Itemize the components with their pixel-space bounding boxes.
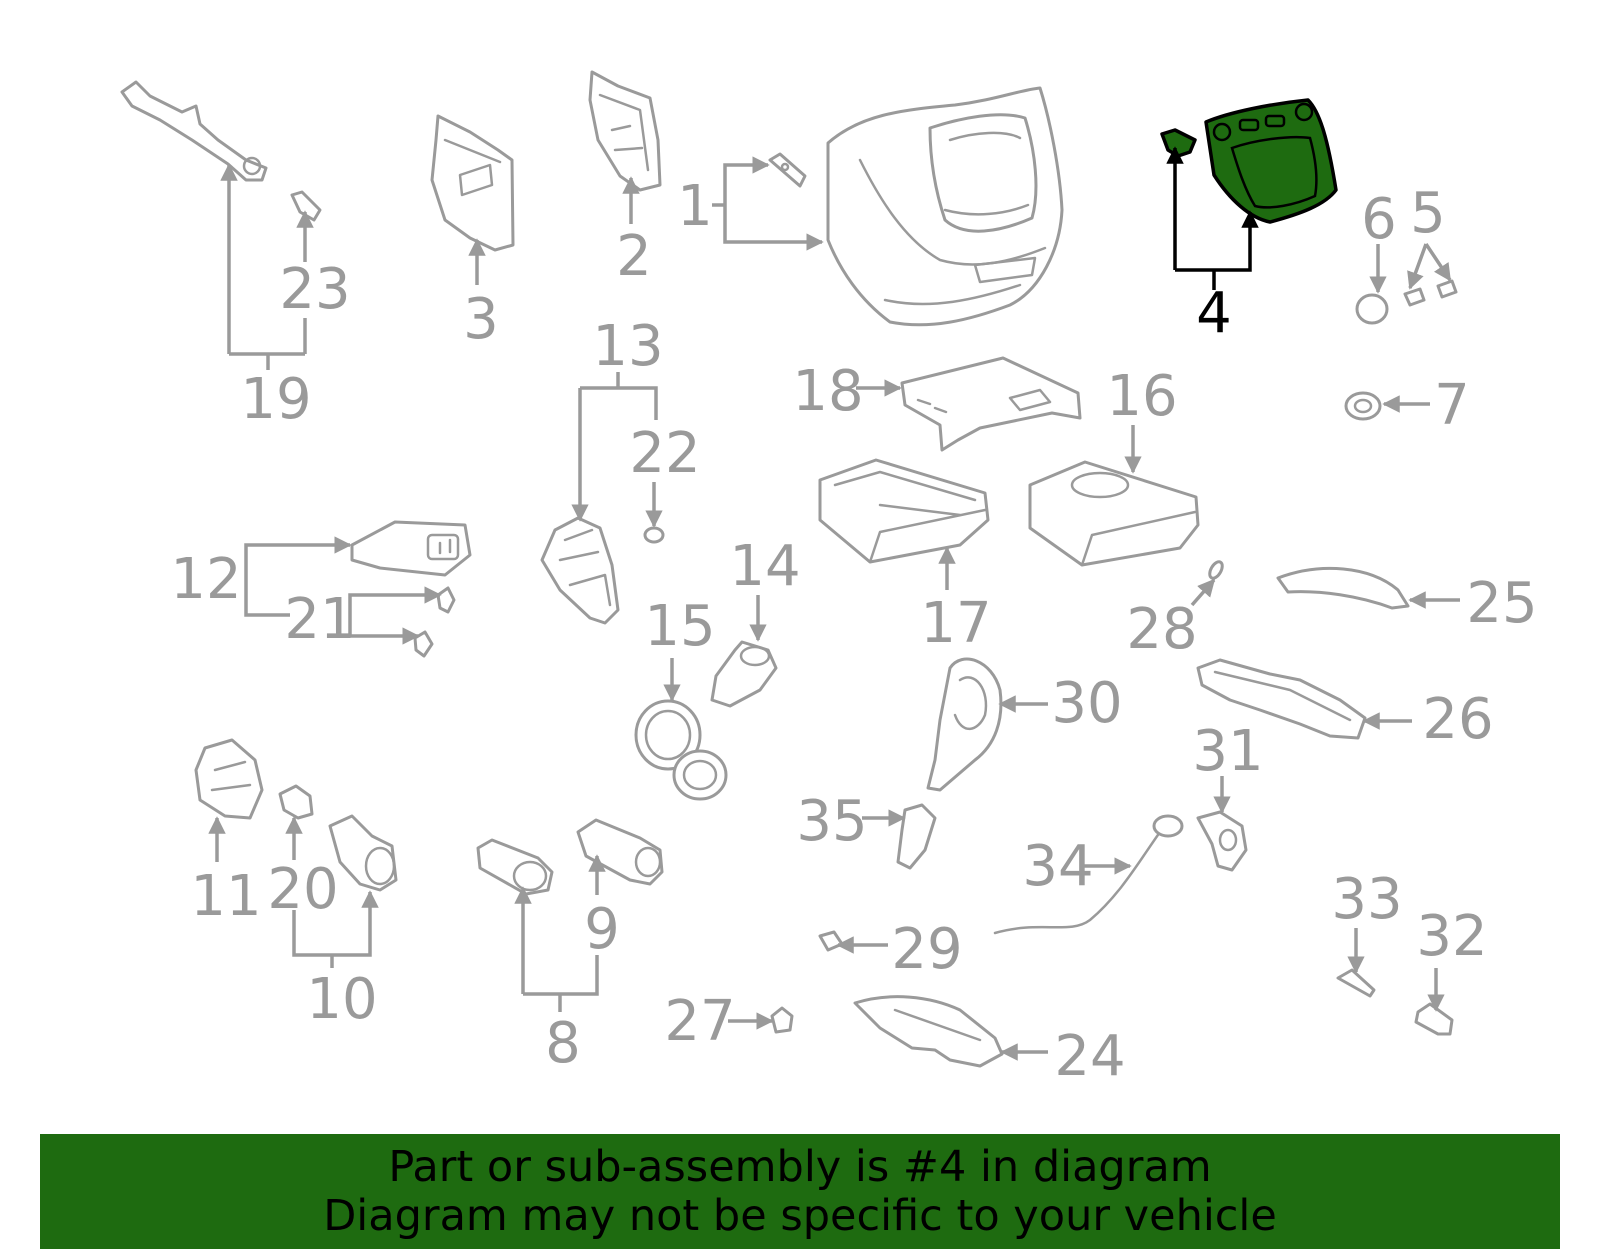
part-3-panel bbox=[430, 114, 515, 252]
part-4-highlighted-assembly bbox=[1160, 98, 1338, 224]
part-6-cap bbox=[1355, 293, 1389, 325]
part-17-ashtray bbox=[818, 458, 990, 564]
callout-28: 28 bbox=[1126, 597, 1197, 662]
part-22-screw bbox=[643, 526, 665, 544]
part-2-bracket bbox=[588, 70, 662, 192]
part-27-fastener bbox=[770, 1006, 794, 1034]
callout-11: 11 bbox=[190, 864, 261, 929]
part-30-shift-knob bbox=[926, 657, 1003, 792]
part-8-outlet bbox=[476, 838, 554, 896]
callout-24: 24 bbox=[1054, 1024, 1125, 1089]
part-25-trim bbox=[1276, 566, 1410, 610]
callout-21: 21 bbox=[284, 587, 355, 652]
callout-20: 20 bbox=[267, 857, 338, 922]
callout-34: 34 bbox=[1022, 834, 1093, 899]
callout-26: 26 bbox=[1422, 687, 1493, 752]
callout-5: 5 bbox=[1410, 181, 1446, 246]
callout-35: 35 bbox=[796, 789, 867, 854]
part-13-switch bbox=[540, 516, 620, 625]
part-20-bulb-socket bbox=[278, 784, 314, 820]
part-31-socket bbox=[1196, 810, 1248, 872]
callout-13: 13 bbox=[592, 314, 663, 379]
callout-8: 8 bbox=[545, 1011, 581, 1076]
leader-lines bbox=[208, 156, 1460, 1061]
part-33-clip bbox=[1336, 968, 1376, 998]
callout-9: 9 bbox=[584, 897, 620, 962]
part-9-outlet bbox=[576, 818, 664, 886]
callout-3: 3 bbox=[463, 287, 499, 352]
callout-25: 25 bbox=[1466, 571, 1537, 636]
part-15-ring bbox=[634, 699, 728, 801]
callout-1: 1 bbox=[677, 174, 713, 239]
part-32-bulb bbox=[1414, 1002, 1454, 1036]
callout-12: 12 bbox=[170, 547, 241, 612]
callout-19: 19 bbox=[240, 367, 311, 432]
callout-31: 31 bbox=[1192, 719, 1263, 784]
callout-22: 22 bbox=[629, 421, 700, 486]
part-34-cable bbox=[993, 814, 1184, 935]
part-19-cable bbox=[120, 80, 268, 182]
part-16-cupholder-tray bbox=[1028, 460, 1200, 567]
callout-7: 7 bbox=[1434, 373, 1470, 438]
leader-lines-highlighted bbox=[1166, 146, 1259, 290]
part-14-lighter bbox=[710, 640, 778, 708]
callout-18: 18 bbox=[792, 359, 863, 424]
part-5-clips bbox=[1403, 279, 1458, 307]
callout-33: 33 bbox=[1331, 867, 1402, 932]
callout-27: 27 bbox=[664, 989, 735, 1054]
callout-23: 23 bbox=[279, 257, 350, 322]
part-7-grommet bbox=[1344, 391, 1382, 421]
callout-29: 29 bbox=[891, 917, 962, 982]
callout-32: 32 bbox=[1416, 904, 1487, 969]
part-24-trim bbox=[853, 995, 1004, 1068]
banner-line-part-number: Part or sub-assembly is #4 in diagram bbox=[388, 1142, 1212, 1192]
callout-labels: 1 2 3 4 5 6 7 8 9 10 11 12 13 14 15 16 1… bbox=[170, 174, 1537, 1089]
callout-10: 10 bbox=[306, 967, 377, 1032]
part-26-duct bbox=[1196, 658, 1367, 740]
info-banner: Part or sub-assembly is #4 in diagram Di… bbox=[40, 1134, 1560, 1249]
callout-16: 16 bbox=[1106, 364, 1177, 429]
part-10-socket bbox=[328, 814, 398, 892]
part-18-tray bbox=[900, 356, 1082, 452]
callout-15: 15 bbox=[644, 594, 715, 659]
part-1-console-body bbox=[768, 86, 1064, 327]
callout-30: 30 bbox=[1051, 671, 1122, 736]
callout-4: 4 bbox=[1196, 281, 1232, 346]
part-21-clips bbox=[413, 586, 456, 658]
callout-17: 17 bbox=[920, 591, 991, 656]
part-11-housing bbox=[194, 738, 264, 820]
part-29-clip bbox=[818, 930, 844, 952]
callout-2: 2 bbox=[616, 224, 652, 289]
part-35-knob-stem bbox=[896, 803, 937, 870]
callout-14: 14 bbox=[729, 534, 800, 599]
part-12-switch-block bbox=[350, 520, 472, 577]
banner-line-disclaimer: Diagram may not be specific to your vehi… bbox=[323, 1191, 1277, 1241]
part-28-bulb bbox=[1208, 560, 1224, 580]
callout-6: 6 bbox=[1361, 187, 1397, 252]
